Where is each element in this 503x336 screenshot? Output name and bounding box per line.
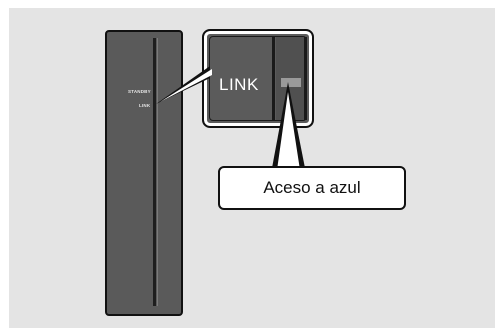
callout-box: Aceso a azul: [218, 166, 406, 210]
zoom-divider-left: [272, 37, 275, 120]
zoom-inset: LINK: [202, 29, 314, 128]
link-label: LINK: [139, 103, 151, 108]
link-led-indicator: [281, 78, 301, 87]
callout-text: Aceso a azul: [263, 178, 361, 197]
zoom-divider-right: [304, 37, 307, 120]
device-unit: [105, 30, 183, 316]
device-divider-highlight: [157, 38, 158, 306]
standby-label: STANDBY: [128, 89, 151, 94]
zoom-link-label: LINK: [219, 75, 259, 94]
zoom-inset-inner: LINK: [209, 36, 307, 121]
device-divider: [153, 38, 156, 306]
